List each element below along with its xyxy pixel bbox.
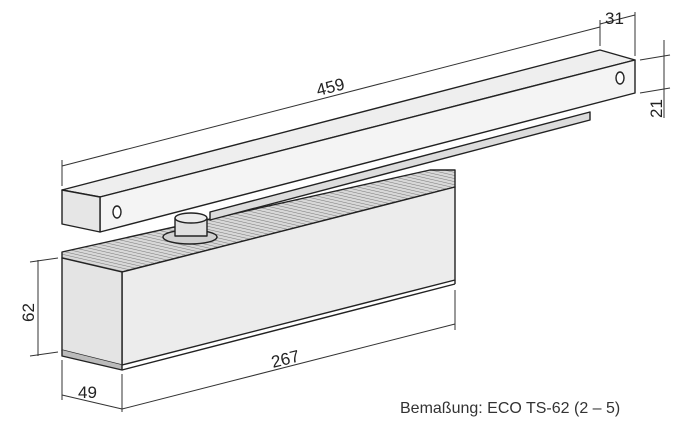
caption: Bemaßung: ECO TS-62 (2 – 5) [400,400,621,417]
rail-end-face [61,189,101,233]
screw-hole-icon [112,205,122,219]
dim-body-width: 49 [78,383,97,402]
guide-rail [61,49,636,233]
body-end-face [61,257,123,366]
closer-body [61,169,456,371]
dim-arm-width: 31 [605,9,624,28]
spindle [162,212,218,245]
dimension-lines [29,12,671,412]
dim-body-length: 267 [269,347,301,372]
dim-body-height: 62 [19,303,38,322]
rail-lower-strip [209,111,591,221]
dim-arm-height: 21 [647,99,666,118]
dim-arm-length: 459 [314,75,346,100]
screw-hole-icon [615,71,625,85]
